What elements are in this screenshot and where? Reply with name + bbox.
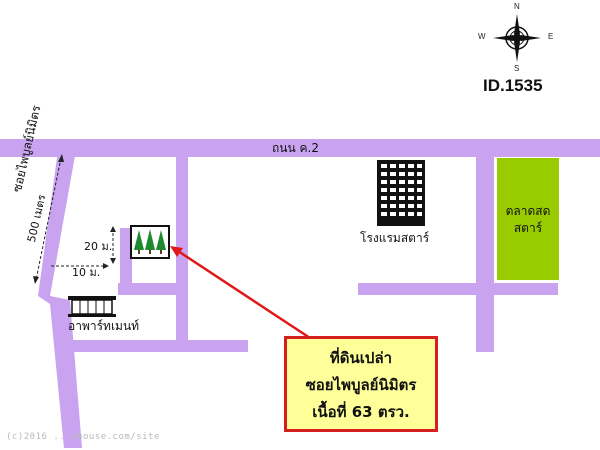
main-road [0, 139, 600, 157]
listing-id: ID.1535 [483, 76, 543, 95]
watermark: (c)2016 ...ahouse.com/site [6, 432, 160, 442]
market-area [497, 158, 559, 280]
callout-line-2: ซอยไพบูลย์นิมิตร [305, 376, 417, 394]
side-road-right [358, 283, 558, 295]
market-label-line2: สตาร์ [513, 221, 543, 235]
compass-north-letter: N [514, 2, 520, 11]
soi-road [38, 150, 82, 448]
plot-length-label: 20 ม. [84, 240, 113, 253]
plot-width-label: 10 ม. [72, 266, 101, 279]
listing-callout-box: ที่ดินเปล่า ซอยไพบูลย์นิมิตร เนื้อที่ 63… [284, 336, 438, 432]
market-label: ตลาดสด สตาร์ [497, 203, 559, 237]
pointer-arrow [170, 246, 311, 340]
main-road-label: ถนน ค.2 [272, 141, 319, 155]
callout-line-1: ที่ดินเปล่า [329, 349, 393, 367]
road-network [0, 139, 600, 448]
branch-road-left [176, 150, 188, 342]
compass-east-letter: E [548, 32, 554, 41]
plot-marker [130, 225, 170, 259]
compass-south-letter: S [514, 64, 520, 73]
apartment-building-icon [68, 296, 116, 317]
compass-west-letter: W [478, 32, 486, 41]
soi-distance-line [35, 157, 62, 281]
market-label-line1: ตลาดสด [505, 204, 551, 218]
dimension-lines [51, 228, 114, 267]
branch-road-right [476, 150, 494, 352]
connector-road-lower [66, 340, 248, 352]
hotel-label: โรงแรมสตาร์ [360, 231, 430, 245]
hotel-building-icon [377, 160, 425, 226]
connector-road-upper [118, 283, 182, 295]
apartment-label: อาพาร์ทเมนท์ [68, 319, 140, 333]
compass-rose-icon [493, 14, 541, 62]
callout-line-3: เนื้อที่ 63 ตรว. [312, 403, 410, 421]
pine-trees-icon [134, 229, 166, 254]
plot-access-road [120, 228, 132, 292]
